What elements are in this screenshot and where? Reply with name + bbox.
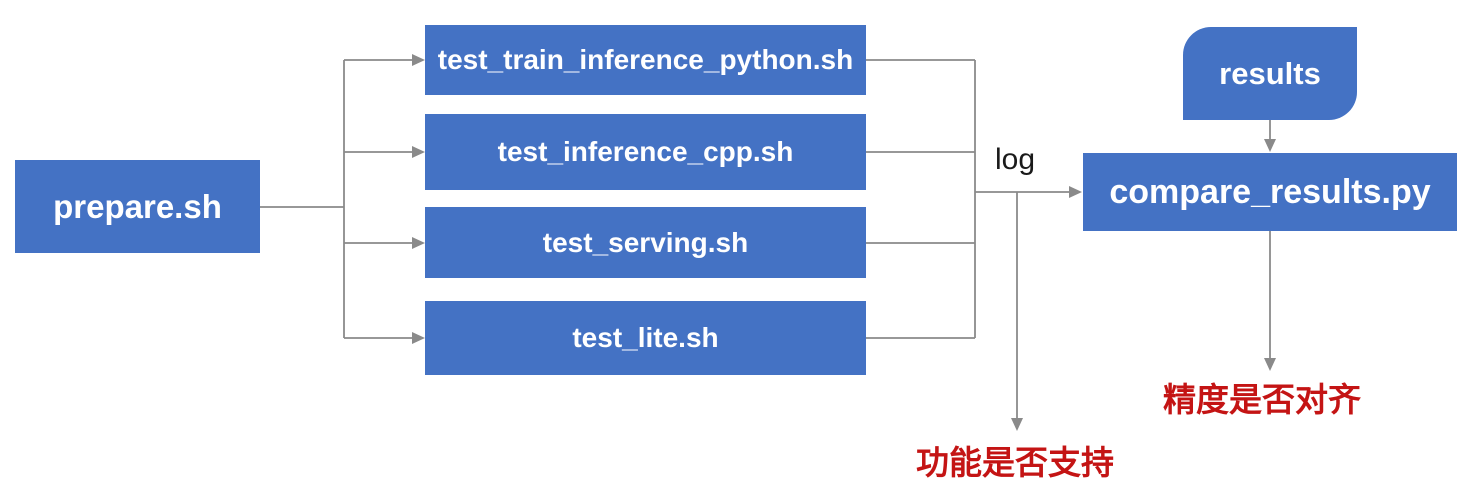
annotation-precision-aligned: 精度是否对齐 (1163, 381, 1361, 418)
arrow-down-icon (1011, 418, 1023, 431)
arrow-down-icon (1264, 139, 1276, 152)
node-label: test_lite.sh (572, 322, 719, 353)
node-label: test_serving.sh (542, 226, 749, 258)
node-label: prepare.sh (53, 187, 222, 225)
edge-log-to-function-support (1011, 192, 1023, 431)
node-test-lite: test_lite.sh (425, 301, 866, 375)
node-compare-results-py: compare_results.py (1083, 153, 1457, 231)
node-label: test_train_inference_python.sh (437, 44, 854, 75)
edge-split-to-test-train (344, 54, 425, 66)
edge-label-log: log (994, 143, 1036, 176)
edge-compare-to-precision (1264, 231, 1276, 371)
node-test-inference-cpp: test_inference_cpp.sh (425, 114, 866, 190)
edge-prepare-to-split (260, 60, 345, 338)
node-test-serving: test_serving.sh (425, 207, 866, 278)
node-test-train-inference-python: test_train_inference_python.sh (425, 25, 866, 95)
annotation-function-support: 功能是否支持 (916, 444, 1114, 481)
arrow-right-icon (412, 146, 425, 158)
node-label: test_inference_cpp.sh (497, 136, 794, 167)
edge-results-to-compare (1264, 120, 1276, 152)
edge-split-to-test-serving (344, 237, 425, 249)
arrow-down-icon (1264, 358, 1276, 371)
node-results: results (1183, 27, 1357, 120)
arrow-right-icon (412, 237, 425, 249)
arrow-right-icon (412, 54, 425, 66)
node-label: compare_results.py (1109, 172, 1431, 211)
arrow-right-icon (1069, 186, 1082, 198)
edge-log-to-compare (975, 186, 1082, 198)
arrow-right-icon (412, 332, 425, 344)
edge-split-to-test-inference-cpp (344, 146, 425, 158)
node-prepare-sh: prepare.sh (15, 160, 260, 253)
node-label: results (1219, 55, 1321, 91)
edge-split-to-test-lite (344, 332, 425, 344)
edge-tests-to-join (866, 59, 976, 339)
